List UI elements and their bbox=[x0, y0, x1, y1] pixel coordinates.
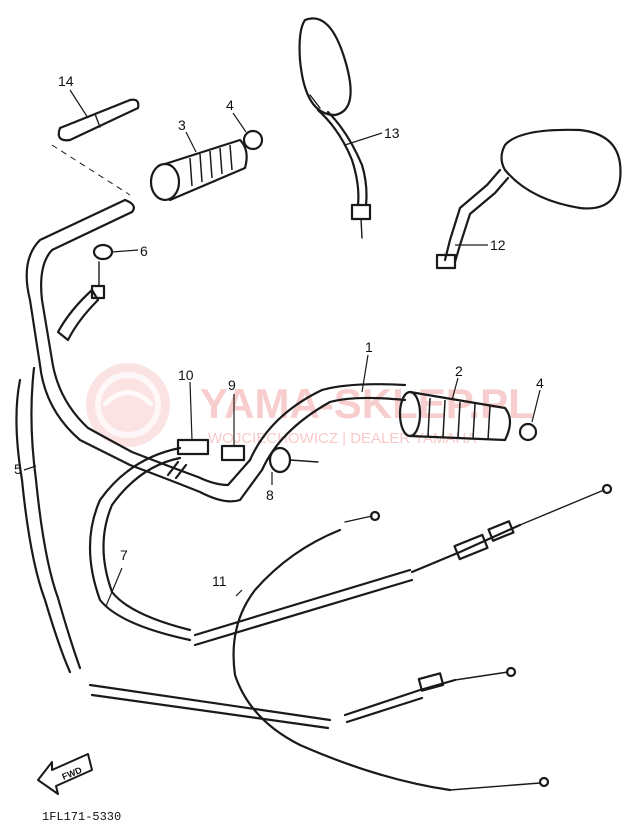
part-3-grip bbox=[149, 131, 248, 202]
watermark-logo bbox=[86, 363, 170, 447]
alignment-dash bbox=[51, 144, 131, 196]
part-9-locknut bbox=[220, 394, 246, 462]
callout-2: 2 bbox=[455, 363, 463, 379]
callout-14: 14 bbox=[58, 73, 74, 89]
drawing-code: 1FL171-5330 bbox=[42, 810, 121, 824]
forward-arrow-icon: FWD bbox=[37, 753, 93, 795]
part-6-clamp bbox=[90, 243, 139, 300]
part-1-handlebar-right bbox=[248, 354, 407, 472]
callout-labels: 1 2 3 4 4 5 6 7 8 9 10 11 12 13 14 bbox=[14, 73, 544, 589]
callout-1: 1 bbox=[365, 339, 373, 355]
part-11-throttle-cables bbox=[88, 483, 613, 792]
part-4-end-cap-top bbox=[232, 112, 264, 151]
callout-4-right: 4 bbox=[536, 375, 544, 391]
callout-9: 9 bbox=[228, 377, 236, 393]
callout-11: 11 bbox=[212, 573, 227, 589]
callout-10: 10 bbox=[178, 367, 194, 383]
part-4-end-cap-right bbox=[518, 389, 541, 442]
part-14-bar-end bbox=[57, 89, 140, 142]
callout-13: 13 bbox=[384, 125, 400, 141]
callout-4-top: 4 bbox=[226, 97, 234, 113]
callout-3: 3 bbox=[178, 117, 186, 133]
callout-12: 12 bbox=[490, 237, 506, 253]
part-10-adjuster bbox=[176, 381, 210, 456]
part-5-handlebar-left bbox=[15, 198, 264, 674]
watermark: YAMA-SKLEP.PL WOJCIECHOWICZ | DEALER YAM… bbox=[86, 363, 534, 447]
part-7-cable bbox=[88, 446, 192, 642]
callout-7: 7 bbox=[120, 547, 128, 563]
part-13-left-mirror bbox=[298, 17, 383, 239]
callout-5: 5 bbox=[14, 461, 22, 477]
watermark-subtitle: WOJCIECHOWICZ | DEALER YAMAHA bbox=[208, 430, 476, 447]
part-12-right-mirror bbox=[435, 128, 622, 270]
part-2-grip-right bbox=[398, 377, 512, 442]
callout-6: 6 bbox=[140, 243, 148, 259]
part-8-washer bbox=[268, 446, 319, 485]
callout-8: 8 bbox=[266, 487, 274, 503]
